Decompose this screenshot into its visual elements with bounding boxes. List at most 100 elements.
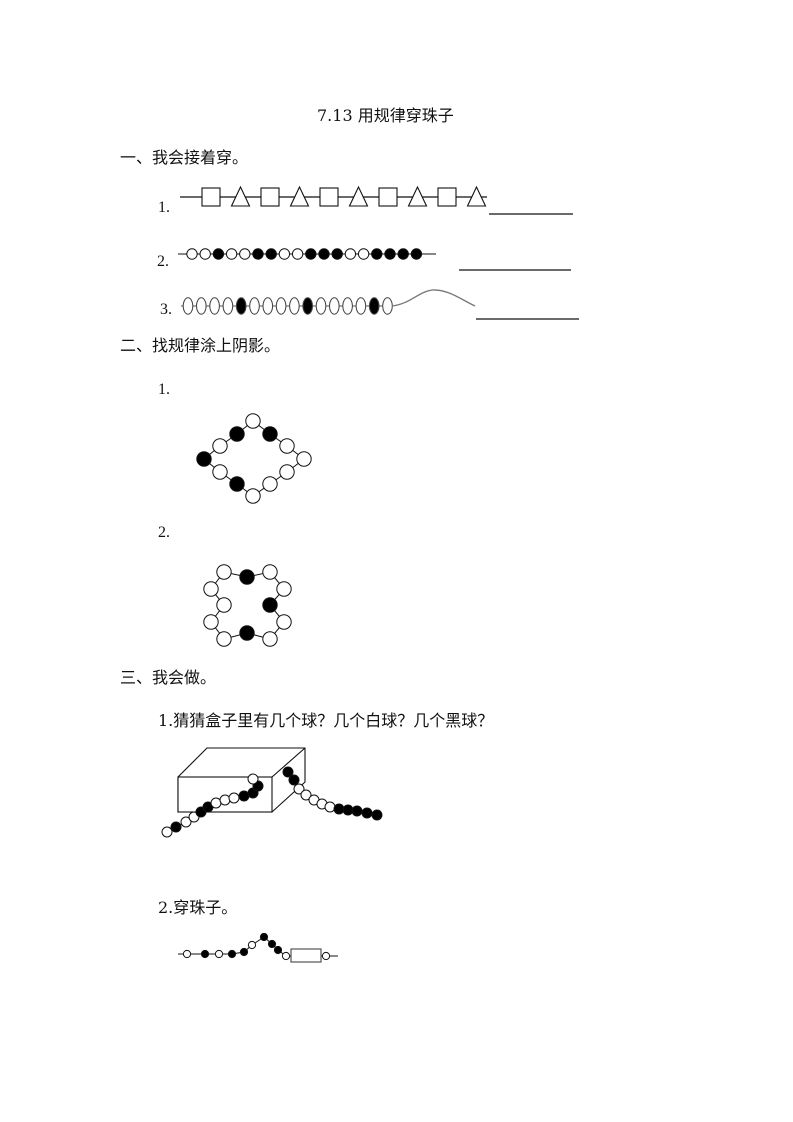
s1-item2-number: 2. (157, 253, 169, 270)
triangle-bead (289, 185, 310, 207)
white-bead[interactable] (212, 464, 228, 480)
s2-item2-number: 2. (158, 524, 170, 541)
shape-pattern-row (180, 185, 487, 207)
bead-pattern-row-2 (178, 248, 436, 260)
white-oval-bead (209, 297, 220, 315)
section1-heading: 一、我会接着穿。 (120, 148, 249, 167)
section3-heading: 三、我会做。 (120, 668, 217, 687)
white-bead[interactable] (279, 438, 295, 454)
white-oval-bead (249, 297, 260, 315)
black-bead[interactable] (342, 804, 354, 816)
white-bead[interactable] (293, 783, 305, 795)
white-bead[interactable] (216, 597, 232, 613)
bead-ring-octagon[interactable] (203, 564, 292, 647)
white-bead[interactable] (180, 816, 192, 828)
s3-item2-question: 2.穿珠子。 (158, 900, 237, 916)
s3-item1-question: 1.猜猜盒子里有几个球？几个白球？几个黑球？ (158, 713, 493, 729)
black-bead[interactable] (282, 766, 294, 778)
white-bead[interactable] (245, 413, 261, 429)
black-bead[interactable] (170, 821, 182, 833)
white-bead (357, 248, 370, 260)
s3-item1-number: 1. (158, 711, 174, 730)
black-bead (200, 949, 210, 959)
white-bead[interactable] (276, 581, 292, 597)
white-oval-bead (315, 297, 327, 315)
black-bead[interactable] (288, 774, 300, 786)
black-bead[interactable] (262, 426, 278, 442)
black-bead (371, 248, 383, 260)
white-bead[interactable] (296, 451, 312, 467)
white-oval-bead (329, 297, 340, 315)
triangle-bead (230, 185, 251, 207)
bead-ring-diamond[interactable] (196, 413, 312, 504)
black-bead (384, 248, 396, 260)
triangle-bead (466, 185, 487, 207)
white-bead (291, 248, 304, 260)
black-bead[interactable] (262, 597, 278, 613)
black-bead (267, 939, 277, 949)
black-oval-bead (368, 297, 380, 315)
white-bead[interactable] (300, 789, 312, 801)
black-oval-bead (235, 297, 247, 315)
white-bead[interactable] (247, 773, 259, 785)
black-bead (259, 932, 269, 942)
white-bead[interactable] (212, 438, 228, 454)
black-bead[interactable] (229, 426, 245, 442)
white-bead[interactable] (219, 794, 231, 806)
white-bead[interactable] (203, 614, 219, 630)
s1-item1-number: 1. (158, 199, 170, 216)
black-bead[interactable] (239, 569, 255, 585)
white-oval-bead (275, 297, 287, 315)
s3-item1-text: 猜猜盒子里有几个球？几个白球？几个黑球？ (173, 711, 494, 730)
black-bead[interactable] (351, 805, 363, 817)
white-bead[interactable] (262, 631, 278, 647)
white-oval-bead (182, 297, 194, 315)
white-bead[interactable] (161, 826, 173, 838)
s1-item3-number: 3. (160, 301, 172, 318)
bead-pattern-row-3 (181, 297, 393, 315)
black-bead (331, 248, 343, 260)
black-bead (318, 248, 330, 260)
black-bead[interactable] (238, 790, 250, 802)
triangle-bead (407, 185, 428, 207)
white-oval-bead (262, 297, 274, 315)
square-bead (378, 187, 398, 207)
black-bead[interactable] (196, 451, 212, 467)
white-oval-bead (196, 297, 207, 315)
white-oval-bead (342, 297, 353, 315)
black-bead (305, 248, 317, 260)
white-bead (344, 248, 357, 260)
black-bead (397, 248, 409, 260)
black-bead[interactable] (229, 476, 245, 492)
black-bead (239, 947, 249, 957)
section2-heading: 二、找规律涂上阴影。 (120, 336, 281, 355)
s2-item1-number: 1. (158, 381, 170, 398)
black-bead (227, 949, 237, 959)
white-bead[interactable] (324, 801, 336, 813)
black-bead[interactable] (333, 803, 345, 815)
white-bead[interactable] (245, 488, 261, 504)
black-bead[interactable] (361, 807, 373, 819)
bead-chain-right (282, 766, 383, 821)
white-bead[interactable] (262, 476, 278, 492)
white-bead (182, 949, 192, 959)
white-bead (225, 248, 238, 260)
square-bead (437, 187, 457, 207)
white-bead[interactable] (216, 631, 232, 647)
white-bead[interactable] (279, 464, 295, 480)
square-bead (260, 187, 280, 207)
page-title: 7.13 用规律穿珠子 (317, 106, 454, 125)
white-bead[interactable] (203, 581, 219, 597)
white-oval-bead (355, 297, 367, 315)
s3-item2-text: 穿珠子。 (173, 898, 238, 917)
white-bead[interactable] (276, 614, 292, 630)
white-bead[interactable] (228, 792, 240, 804)
white-bead[interactable] (216, 564, 232, 580)
bead-string-with-box (178, 932, 338, 963)
bead-chain-left (161, 773, 264, 838)
white-bead[interactable] (210, 797, 222, 809)
black-bead[interactable] (371, 809, 383, 821)
black-bead[interactable] (239, 625, 255, 641)
white-bead[interactable] (262, 564, 278, 580)
white-bead (199, 248, 211, 260)
